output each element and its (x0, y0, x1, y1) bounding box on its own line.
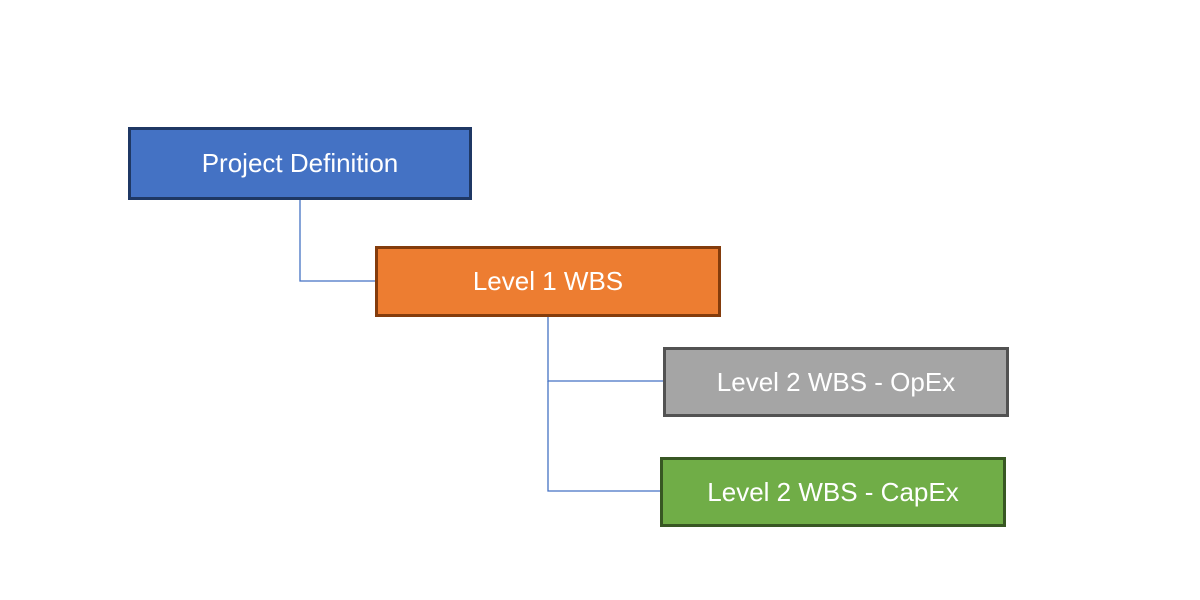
node-label: Project Definition (201, 148, 399, 178)
connector-level1-to-opex (547, 317, 663, 382)
node-label: Level 2 WBS - OpEx (716, 366, 956, 397)
node-level-2-wbs-opex: Level 2 WBS - OpEx (663, 347, 1009, 417)
node-level-1-wbs: Level 1 WBS (375, 246, 721, 317)
node-level-2-wbs-capex: Level 2 WBS - CapEx (660, 457, 1006, 527)
connector-project-to-level1 (299, 200, 375, 282)
node-label: Level 2 WBS - CapEx (707, 476, 959, 507)
node-project-definition: Project Definition (128, 127, 472, 200)
node-label: Level 1 WBS (472, 266, 624, 296)
connector-level1-to-capex (547, 381, 660, 492)
